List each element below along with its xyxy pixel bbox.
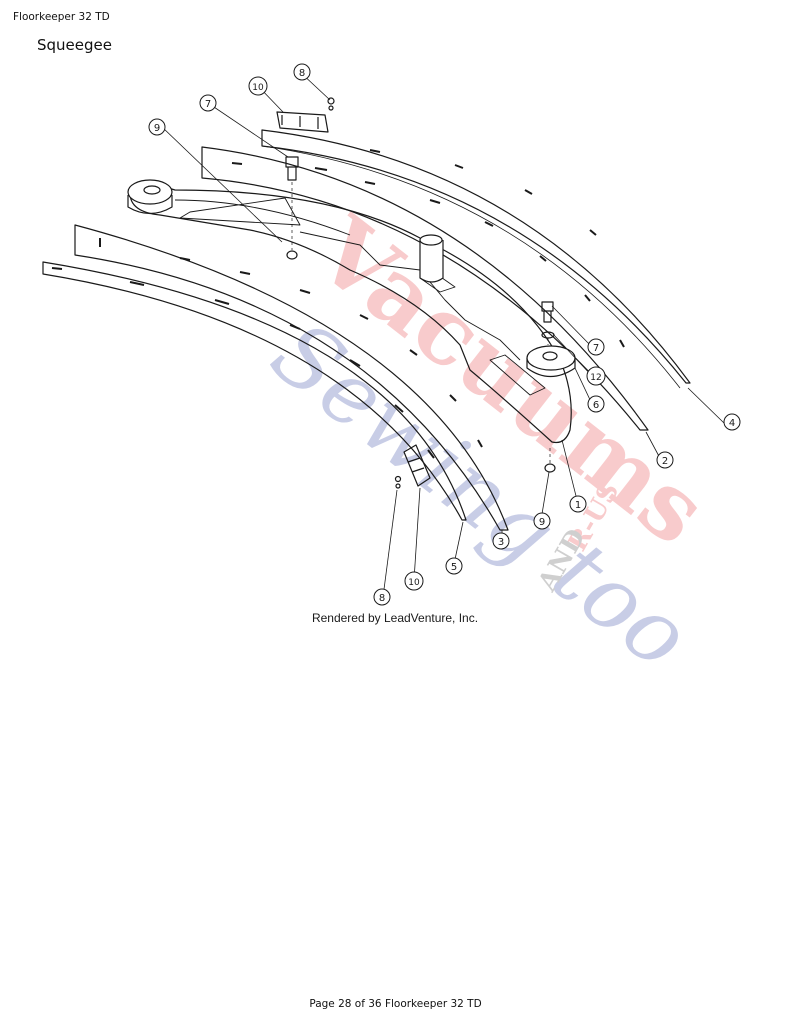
callout-10-lower: 10	[408, 578, 420, 588]
latch-lower	[394, 444, 431, 489]
squeegee-frame	[127, 179, 572, 444]
callout-2: 2	[662, 456, 668, 467]
callout-3: 3	[498, 537, 504, 548]
callout-9-upper: 9	[154, 123, 160, 134]
nut-right	[544, 448, 556, 473]
render-credit: Rendered by LeadVenture, Inc.	[312, 611, 478, 625]
callout-8-lower: 8	[379, 593, 385, 604]
rear-outer-blade	[261, 129, 691, 389]
nut-upper	[286, 250, 298, 260]
section-title: Squeegee	[37, 36, 112, 54]
callout-labels: 1 2 3 4 5 6 7 7 8 8 9 9 10 10 12	[154, 68, 735, 604]
document-title: Floorkeeper 32 TD	[13, 11, 110, 23]
callout-9-right: 9	[539, 517, 545, 528]
callout-5: 5	[451, 562, 457, 573]
callout-6: 6	[593, 400, 599, 411]
page-footer: Page 28 of 36 Floorkeeper 32 TD	[309, 998, 482, 1010]
front-blade	[74, 224, 509, 531]
callout-7-right: 7	[593, 343, 599, 354]
callout-10-upper: 10	[252, 83, 264, 93]
callout-12: 12	[590, 373, 601, 383]
front-outer-blade	[42, 261, 467, 521]
callout-7-upper: 7	[205, 99, 211, 110]
callout-1: 1	[575, 500, 581, 511]
bolt-upper	[285, 156, 299, 250]
callout-circles	[148, 63, 741, 606]
latch-upper	[276, 97, 335, 133]
callout-8-upper: 8	[299, 68, 305, 79]
callout-4: 4	[729, 418, 735, 429]
